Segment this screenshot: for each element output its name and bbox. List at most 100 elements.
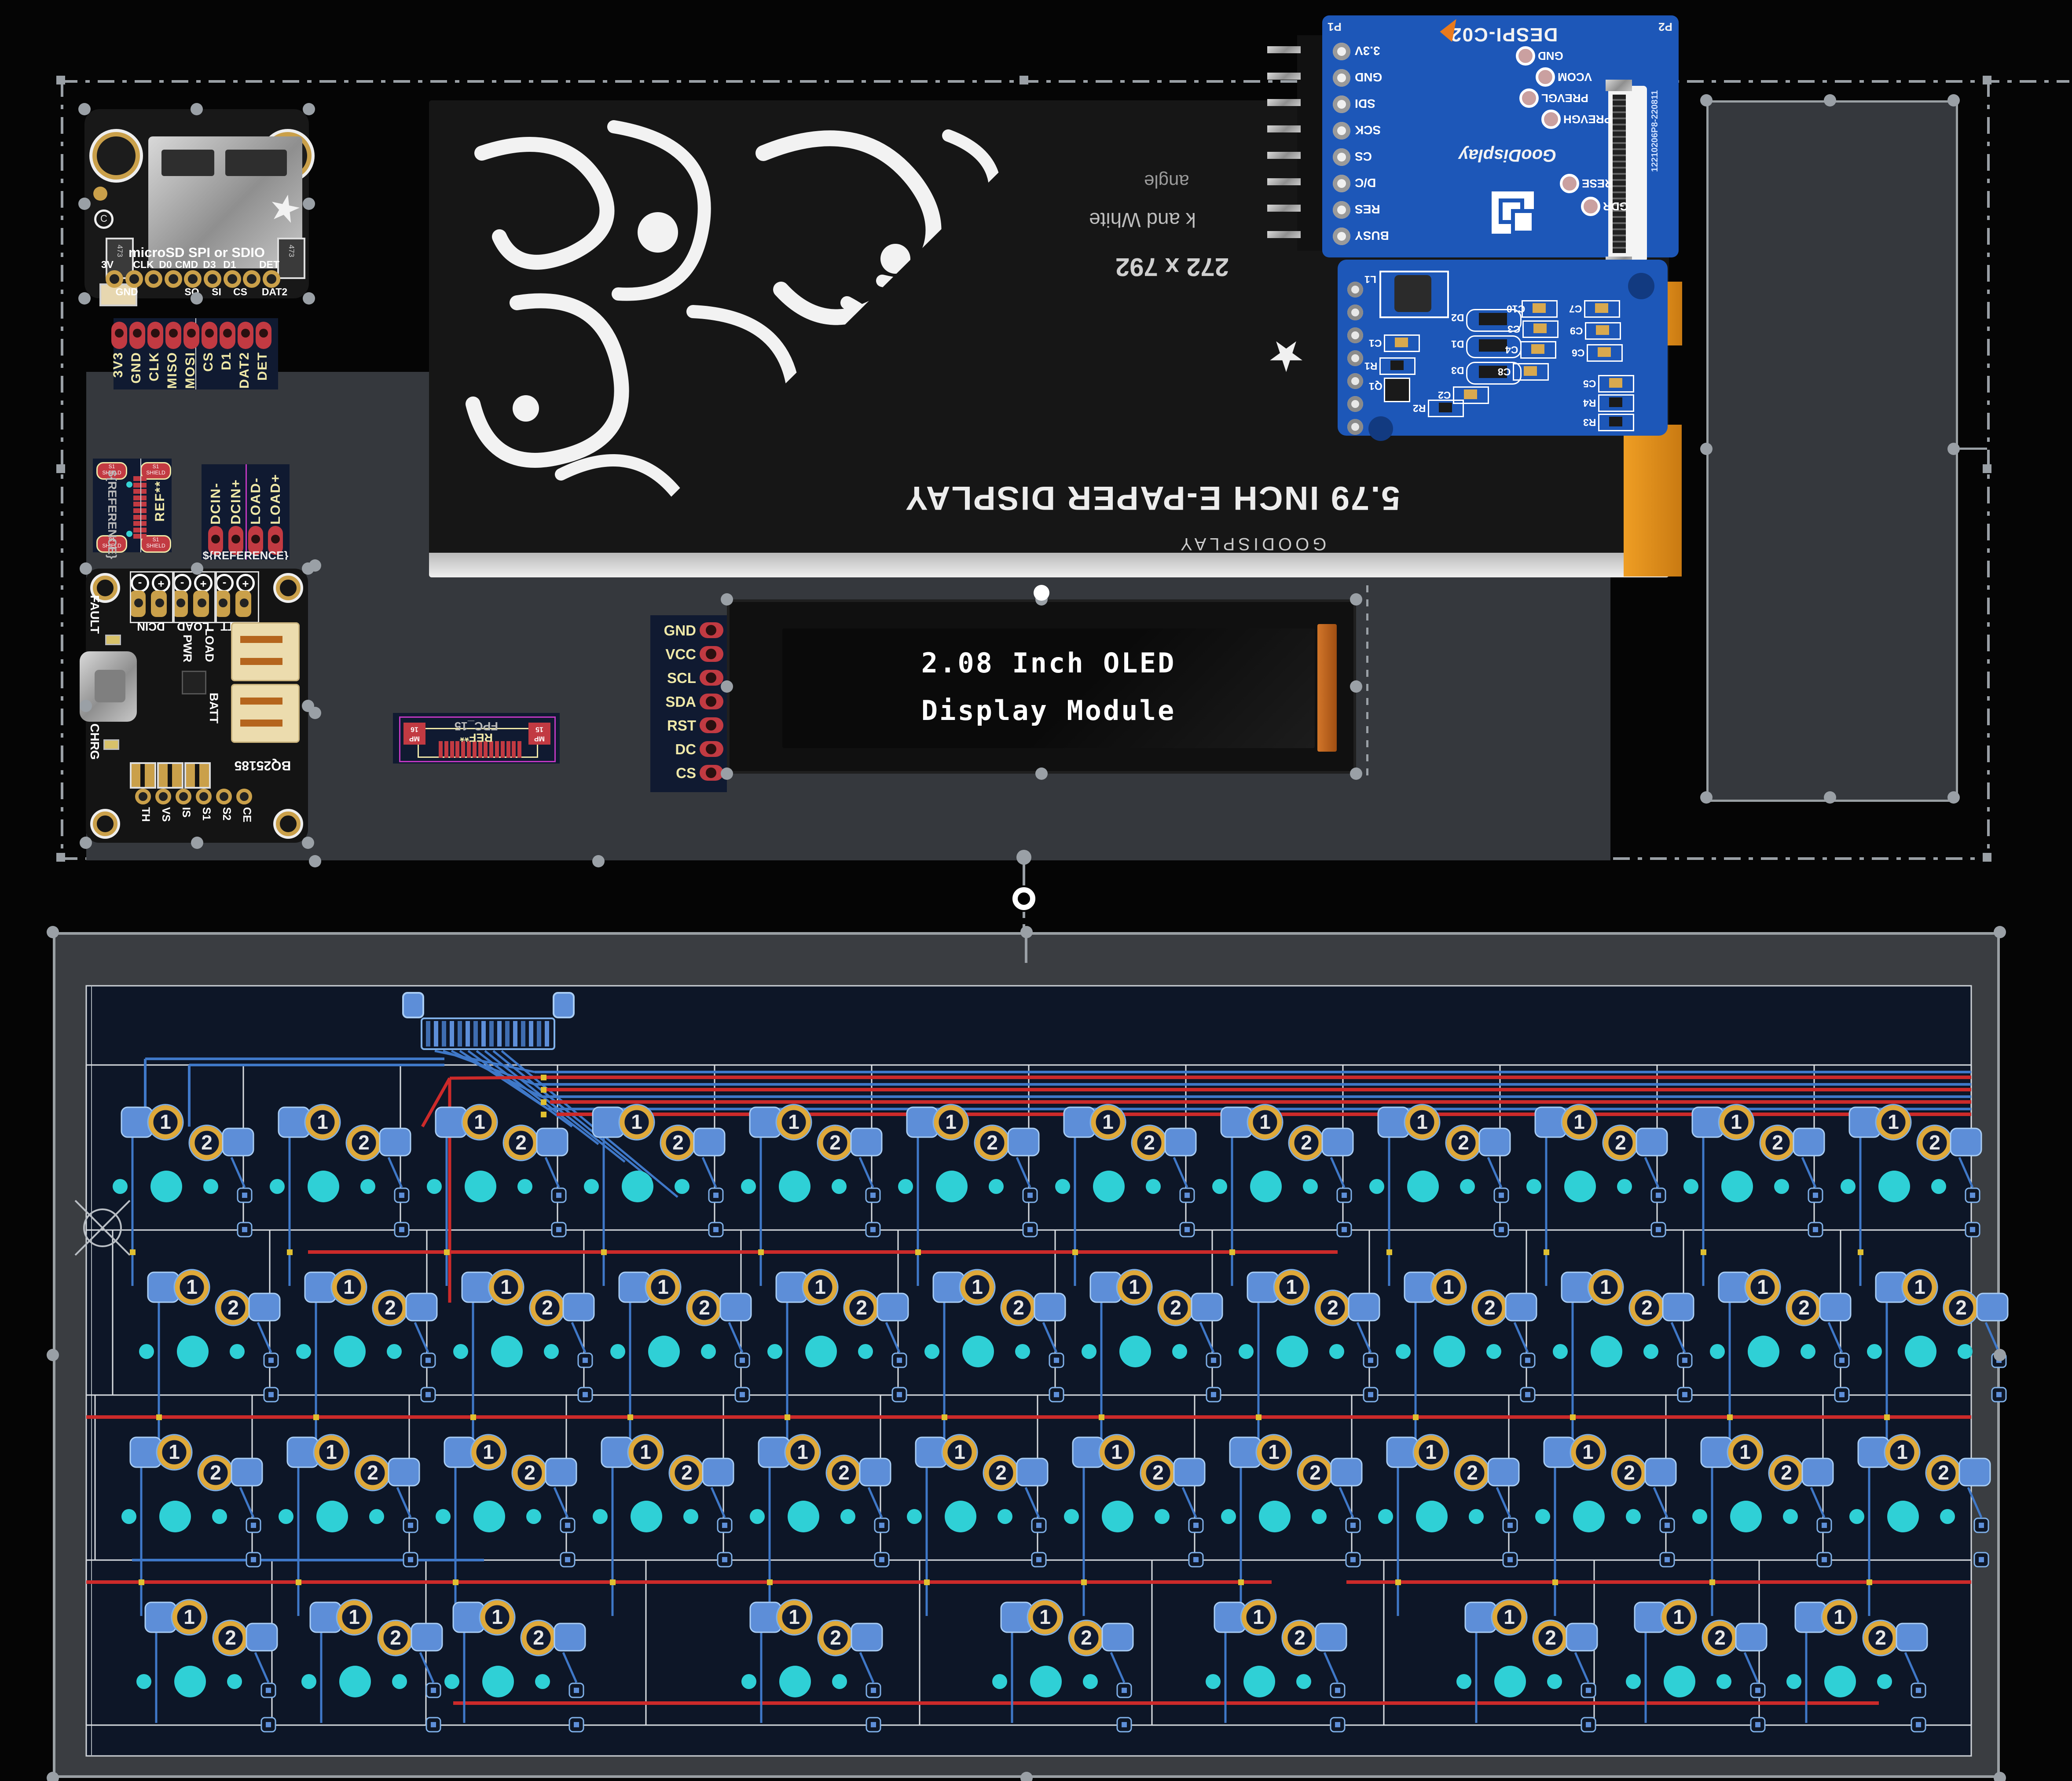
key-switch-footprint[interactable]: 12 [113,1104,254,1286]
selection-handle-square[interactable] [1983,853,1991,862]
despi-test-pad[interactable] [1541,110,1561,129]
selection-handle[interactable] [1700,443,1713,455]
jst-connector[interactable] [231,622,300,681]
key-switch-footprint[interactable]: 12 [1221,1434,1363,1616]
key-switch-footprint[interactable]: 12 [1683,1104,1825,1286]
bq25185-charger-photo[interactable]: -+-+-+DCINLOADBATTFAULTCHRGPWRLOADBATTTH… [80,569,308,843]
key-switch-footprint[interactable]: 12 [1710,1269,1852,1451]
selection-handle[interactable] [309,855,321,867]
selection-handle[interactable] [1700,94,1713,106]
selection-handle[interactable] [191,837,203,849]
key-switch-footprint[interactable]: 12 [898,1104,1040,1286]
key-switch-footprint[interactable]: 12 [750,1434,891,1616]
key-switch-footprint[interactable]: 12 [296,1269,438,1451]
selection-handle[interactable] [47,926,59,938]
key-switch-footprint[interactable]: 12 [1626,1599,1768,1733]
selection-handle[interactable] [1350,593,1362,606]
key-switch-footprint[interactable]: 12 [121,1434,263,1616]
selection-handle[interactable] [1994,1772,2006,1781]
key-switch-footprint[interactable]: 12 [593,1434,734,1616]
selection-handle[interactable] [1035,767,1048,780]
key-switch-footprint[interactable]: 12 [139,1269,281,1451]
selection-handle[interactable] [302,837,314,849]
selection-handle-square[interactable] [56,853,65,862]
selection-handle-square[interactable] [1019,76,1028,84]
selection-handle[interactable] [1020,926,1033,938]
key-switch-footprint[interactable]: 12 [301,1599,443,1733]
selection-handle[interactable] [721,680,733,693]
key-switch-footprint[interactable]: 12 [1212,1104,1354,1286]
oled-module-photo[interactable]: 2.08 Inch OLED Display Module [727,599,1356,774]
selection-handle[interactable] [78,292,91,305]
selection-handle[interactable] [1700,791,1713,804]
selection-handle[interactable] [80,562,92,575]
selection-handle[interactable] [78,103,91,115]
key-switch-footprint[interactable]: 12 [992,1599,1134,1733]
selection-handle-square[interactable] [56,76,65,84]
jst-connector[interactable] [231,684,300,743]
key-switch-footprint[interactable]: 12 [1396,1269,1537,1451]
selection-handle[interactable] [191,292,203,305]
despi-test-pad[interactable] [1536,67,1555,87]
kb-fpc-connector[interactable] [402,992,575,1050]
selection-handle[interactable] [309,559,321,572]
selection-handle-dot[interactable] [1016,850,1031,865]
key-switch-footprint[interactable]: 12 [1553,1269,1694,1451]
selection-handle[interactable] [47,1349,59,1361]
selection-handle[interactable] [1947,94,1960,106]
despi-test-pad[interactable] [1560,174,1579,193]
selection-handle[interactable] [47,1772,59,1781]
selection-handle[interactable] [80,699,92,712]
selection-handle[interactable] [303,198,315,210]
selection-handle[interactable] [721,593,733,606]
selection-handle-square[interactable] [1983,76,1991,84]
selection-handle[interactable] [303,292,315,305]
key-switch-footprint[interactable]: 12 [1535,1434,1677,1616]
selection-handle[interactable] [78,198,91,210]
selection-handle-square[interactable] [1983,464,1991,473]
key-switch-footprint[interactable]: 12 [136,1599,278,1733]
key-switch-footprint[interactable]: 12 [1369,1104,1511,1286]
power-header-footprint[interactable]: DCIN-DCIN+LOAD-LOAD+${REFERENCE} [202,464,290,560]
key-switch-footprint[interactable]: 12 [1841,1104,1982,1286]
selection-handle[interactable] [1947,791,1960,804]
selection-handle[interactable] [721,767,733,780]
key-switch-footprint[interactable]: 12 [1692,1434,1834,1616]
key-switch-footprint[interactable]: 12 [610,1269,752,1451]
selection-handle[interactable] [1824,791,1836,804]
key-switch-footprint[interactable]: 12 [453,1269,595,1451]
selection-handle[interactable] [1994,926,2006,938]
selection-handle[interactable] [1947,443,1960,455]
key-switch-footprint[interactable]: 12 [444,1599,586,1733]
selection-handle-active[interactable] [1034,585,1049,601]
selection-handle[interactable] [309,707,321,719]
key-switch-footprint[interactable]: 12 [279,1434,420,1616]
keyboard-pcb-layout[interactable]: 1212121212121212121212121212121212121212… [74,985,2009,1757]
key-switch-footprint[interactable]: 12 [1867,1269,2009,1451]
key-switch-footprint[interactable]: 12 [1786,1599,1928,1733]
key-switch-footprint[interactable]: 12 [1206,1599,1347,1733]
key-switch-footprint[interactable]: 12 [427,1104,568,1286]
anchor-origin-ring[interactable] [1012,887,1035,910]
key-switch-footprint[interactable]: 12 [1239,1269,1380,1451]
key-switch-footprint[interactable]: 12 [741,1599,883,1733]
key-switch-footprint[interactable]: 12 [1064,1434,1206,1616]
despi-test-pad[interactable] [1519,88,1539,108]
key-switch-footprint[interactable]: 12 [767,1269,909,1451]
drawing-rect-right[interactable] [1706,100,1958,802]
key-switch-footprint[interactable]: 12 [741,1104,883,1286]
key-switch-footprint[interactable]: 12 [436,1434,577,1616]
selection-handle[interactable] [191,103,203,115]
selection-handle[interactable] [303,103,315,115]
selection-handle[interactable] [1824,94,1836,106]
despi-c02-photo[interactable]: DESPI-C02 P1 P2 GooDisplay 12210206P8-22… [1322,15,1679,268]
